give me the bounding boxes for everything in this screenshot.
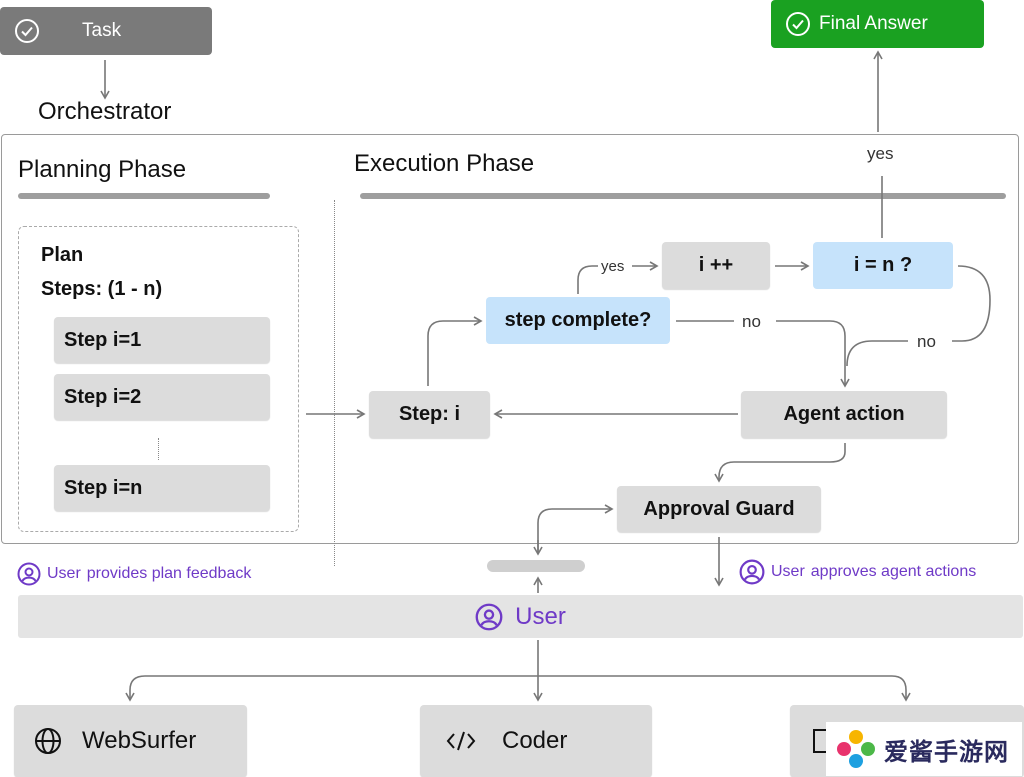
edge-label-yes: yes: [601, 258, 625, 275]
step-complete-node: step complete?: [486, 297, 670, 344]
plan-container: [18, 226, 299, 532]
plan-feedback-user: User: [47, 565, 81, 582]
user-bar: User: [18, 595, 1023, 638]
plan-step-1: Step i=1: [54, 317, 270, 363]
edge-label-yes-final: yes: [867, 144, 894, 163]
approves-actions-text: approves agent actions: [810, 563, 977, 580]
plan-step-n: Step i=n: [54, 465, 270, 511]
phase-divider: [334, 200, 335, 566]
task-node: Task: [0, 7, 212, 55]
step-i-node: Step: i: [369, 391, 490, 438]
execution-phase-bar: [360, 193, 1006, 199]
arrow-to-terminal: [538, 675, 911, 702]
check-circle-icon: [786, 12, 810, 36]
edge-label-no-loop: no: [917, 332, 936, 351]
final-answer-label: Final Answer: [819, 13, 928, 34]
plan-feedback-annotation: User provides plan feedback: [17, 562, 251, 586]
pinwheel-logo-icon: [837, 730, 875, 768]
plan-step-2: Step i=2: [54, 374, 270, 420]
edge-label-no: no: [742, 312, 761, 331]
task-label: Task: [82, 20, 122, 41]
watermark: 爱酱手游网: [826, 722, 1022, 776]
user-circle-icon: [17, 562, 41, 586]
execution-phase-title: Execution Phase: [354, 150, 535, 177]
planning-phase-bar: [18, 193, 270, 199]
plan-title: Plan: [41, 244, 84, 266]
arrow-to-websurfer: [125, 675, 538, 702]
final-answer-node: Final Answer: [771, 0, 984, 48]
user-circle-icon: [739, 559, 765, 585]
i-equals-n-node: i = n ?: [813, 242, 953, 289]
plan-steps-label: Steps: (1 - n): [41, 278, 163, 300]
planning-phase-title: Planning Phase: [18, 156, 187, 183]
websurfer-label: WebSurfer: [82, 727, 197, 754]
user-circle-icon: [475, 603, 503, 630]
check-circle-icon: [15, 19, 39, 43]
watermark-text: 爱酱手游网: [884, 738, 1009, 766]
orchestrator-frame: [1, 134, 1019, 544]
plan-ellipsis: [158, 438, 159, 460]
plan-feedback-text: provides plan feedback: [86, 565, 252, 582]
approves-actions-annotation: User approves agent actions: [739, 559, 976, 585]
coder-agent: Coder: [420, 705, 652, 777]
orchestrator-title: Orchestrator: [38, 98, 172, 125]
connector-handle: [487, 560, 585, 572]
globe-icon: [35, 728, 61, 754]
code-icon: [446, 731, 476, 751]
approves-actions-user: User: [771, 563, 805, 580]
approval-guard-node: Approval Guard: [617, 486, 821, 532]
agent-action-node: Agent action: [741, 391, 947, 438]
coder-label: Coder: [502, 727, 568, 754]
websurfer-agent: WebSurfer: [14, 705, 247, 777]
user-bar-label: User: [515, 602, 566, 630]
i-increment-node: i ++: [662, 242, 770, 289]
